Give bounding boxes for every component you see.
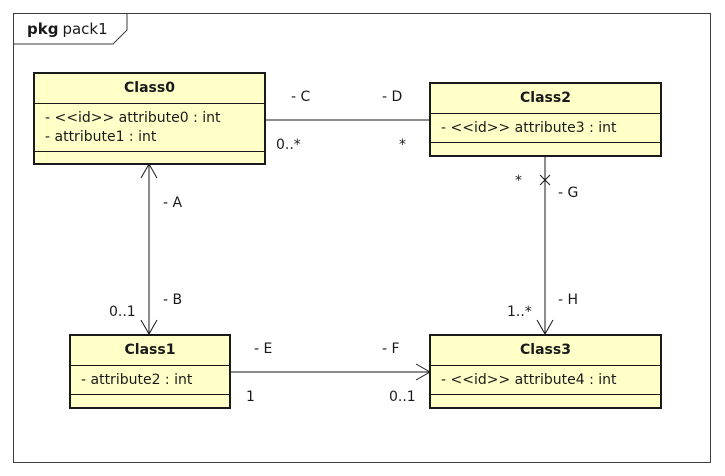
class3-name: Class3 <box>431 336 660 366</box>
role-label-h: - H <box>558 292 579 308</box>
package-keyword: pkg <box>27 20 59 38</box>
non-navigable-x-icon <box>539 174 551 186</box>
role-label-a: - A <box>163 195 183 211</box>
class3-box[interactable]: Class3 - <<id>> attribute4 : int <box>429 334 662 409</box>
package-name: pack1 <box>62 20 108 38</box>
class0-attribute: - attribute1 : int <box>45 129 157 145</box>
role-label-e: - E <box>254 341 273 357</box>
multiplicity-label: 1..* <box>507 304 532 320</box>
role-label-f: - F <box>382 341 400 357</box>
class0-attributes: - <<id>> attribute0 : int - attribute1 :… <box>35 104 264 152</box>
class1-attributes: - attribute2 : int <box>71 366 229 395</box>
role-label-d: - D <box>382 89 403 105</box>
role-label-c: - C <box>291 89 311 105</box>
class2-name: Class2 <box>431 84 660 114</box>
class2-box[interactable]: Class2 - <<id>> attribute3 : int <box>429 82 662 157</box>
class0-attribute: - <<id>> attribute0 : int <box>45 110 221 126</box>
multiplicity-label: * <box>515 173 522 189</box>
class3-attribute: - <<id>> attribute4 : int <box>441 372 617 388</box>
package-frame <box>13 13 711 463</box>
class1-box[interactable]: Class1 - attribute2 : int <box>69 334 231 409</box>
class0-box[interactable]: Class0 - <<id>> attribute0 : int - attri… <box>33 72 266 165</box>
multiplicity-label: 0..1 <box>109 304 136 320</box>
class1-name: Class1 <box>71 336 229 366</box>
role-label-b: - B <box>163 292 183 308</box>
class1-attribute: - attribute2 : int <box>81 372 193 388</box>
multiplicity-label: 0..* <box>276 137 301 153</box>
class0-name: Class0 <box>35 74 264 104</box>
multiplicity-label: 1 <box>246 389 255 405</box>
class2-attributes: - <<id>> attribute3 : int <box>431 114 660 143</box>
multiplicity-label: 0..1 <box>389 389 416 405</box>
role-label-g: - G <box>558 185 579 201</box>
multiplicity-label: * <box>399 137 406 153</box>
package-tab <box>13 13 128 45</box>
class2-attribute: - <<id>> attribute3 : int <box>441 120 617 136</box>
class3-attributes: - <<id>> attribute4 : int <box>431 366 660 395</box>
